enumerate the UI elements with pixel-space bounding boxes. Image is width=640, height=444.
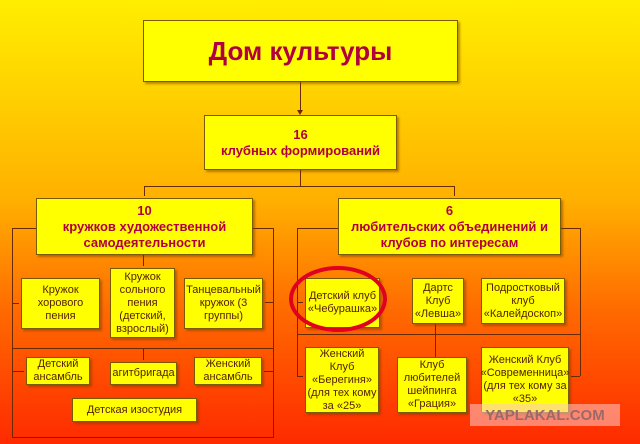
total-count: 16 [293,126,308,142]
connector [265,302,273,303]
connector [144,186,145,196]
connector [297,376,303,377]
connector [12,371,24,372]
club-box: Детская изостудия [72,398,197,422]
connector [571,376,580,377]
left-count: 10 [137,202,152,218]
connector [12,348,273,349]
right-label: любительских объединений и клубов по инт… [351,218,548,250]
connector [264,371,273,372]
connector [580,228,581,376]
watermark: YAPLAKAL.COM [470,404,620,426]
connector [435,324,436,357]
connector [454,186,455,196]
connector [300,82,301,112]
club-box: Женский Клуб «Берегиня» (для тех кому за… [305,347,379,413]
club-box: Кружок сольного пения (детский, взрослый… [110,268,175,338]
connector [561,228,580,229]
title-box: Дом культуры [143,20,458,82]
connector [12,437,273,438]
club-box: Подростковый клуб «Калейдоскоп» [481,278,565,324]
connector [12,228,13,438]
title: Дом культуры [208,36,393,66]
club-box: Женский Клуб «Современница» (для тех ком… [481,347,569,413]
connector [144,186,454,187]
connector [143,255,144,266]
club-box: агитбригада [110,362,177,385]
club-box: Кружок хорового пения [21,278,100,329]
connector [12,303,19,304]
club-box: Женский ансамбль [194,357,262,385]
connector [143,348,144,360]
club-box: Клуб любителей шейпинга «Грация» [397,357,467,413]
connector [300,170,301,186]
connector [273,228,274,438]
connector [12,228,36,229]
left-label: кружков художественной самодеятельности [62,218,227,250]
arrow [297,110,303,115]
connector [297,228,338,229]
club-box: Дартс Клуб «Левша» [412,278,464,324]
highlight-ellipse [289,266,387,332]
club-box: Танцевальный кружок (3 группы) [184,278,263,329]
total-label: клубных формирований [220,142,381,158]
club-box: Детский ансамбль [26,357,90,385]
connector [253,228,273,229]
connector [297,334,580,335]
right-count: 6 [445,202,454,218]
